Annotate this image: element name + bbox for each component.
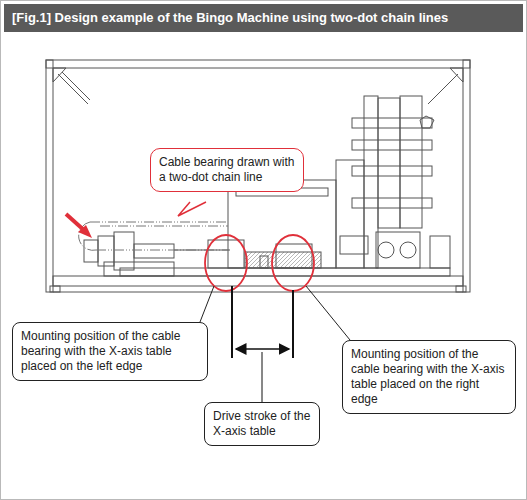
- callout-text: Drive stroke of the X-axis table: [213, 409, 311, 439]
- title-band: [Fig.1] Design example of the Bingo Mach…: [4, 4, 523, 32]
- callout-text: Mounting position of the cable bearing w…: [351, 347, 507, 407]
- callout-box: Mounting position of the cable bearing w…: [12, 322, 208, 381]
- callout-box: Cable bearing drawn with a two-dot chain…: [150, 148, 304, 192]
- figure-title: [Fig.1] Design example of the Bingo Mach…: [4, 4, 523, 32]
- callout-text: Cable bearing drawn with a two-dot chain…: [159, 155, 295, 185]
- callout-box: Drive stroke of the X-axis table: [204, 402, 320, 446]
- callout-box: Mounting position of the cable bearing w…: [342, 340, 516, 414]
- callout-text: Mounting position of the cable bearing w…: [21, 329, 199, 374]
